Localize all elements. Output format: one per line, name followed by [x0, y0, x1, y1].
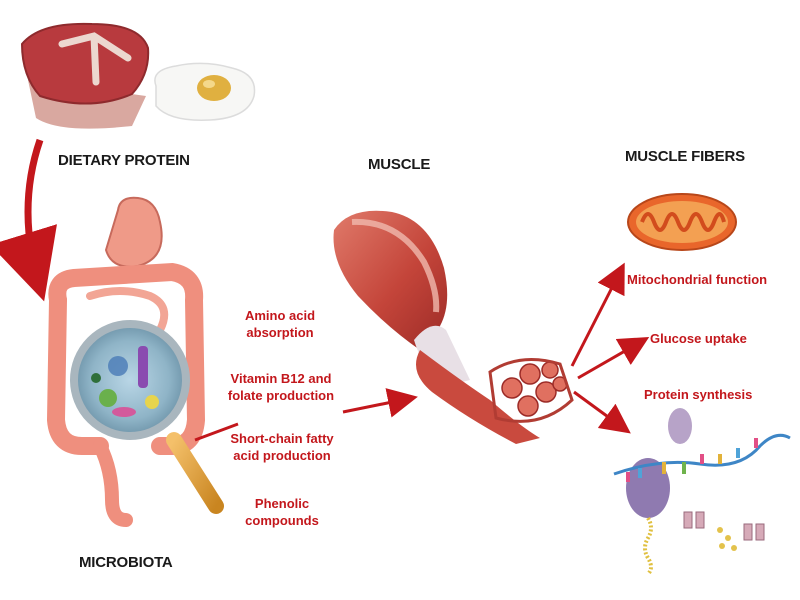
arrow-muscle-to-protein	[573, 390, 631, 434]
outcome-mitochondrial-function: Mitochondrial function	[627, 272, 768, 287]
muscle-icon	[333, 210, 574, 444]
effect-line2: compounds	[245, 513, 319, 528]
effect-phenolic-compounds: Phenolic compounds	[222, 495, 342, 529]
mitochondrion-icon	[627, 193, 737, 251]
effect-vitamin-b12-folate: Vitamin B12 and folate production	[219, 370, 343, 404]
muscle-fibers-label: MUSCLE FIBERS	[625, 148, 745, 165]
arrow-effects-to-muscle	[342, 388, 418, 418]
arrow-muscle-to-mitochondria	[570, 262, 625, 367]
muscle-label: MUSCLE	[368, 156, 431, 173]
digestive-tract-icon	[46, 196, 206, 527]
outcome-glucose-uptake: Glucose uptake	[650, 331, 747, 346]
effect-line1: Vitamin B12 and	[230, 371, 332, 386]
mrna-strand-icon	[613, 433, 791, 551]
effect-amino-acid-absorption: Amino acid absorption	[226, 307, 334, 341]
effect-line2: folate production	[227, 388, 335, 403]
effect-line1: Short-chain fatty	[230, 431, 334, 446]
arrow-muscle-to-glucose	[577, 337, 650, 380]
outcome-protein-synthesis: Protein synthesis	[644, 387, 753, 402]
effect-line1: Phenolic	[254, 496, 310, 511]
effect-line2: acid production	[233, 448, 331, 463]
arrow-gut-to-muscle	[194, 422, 239, 442]
microbiota-label: MICROBIOTA	[79, 554, 173, 571]
steak-icon	[20, 22, 150, 129]
magnifying-glass-icon	[70, 320, 224, 514]
effect-short-chain-fatty-acid: Short-chain fatty acid production	[220, 430, 344, 464]
dietary-protein-label: DIETARY PROTEIN	[58, 152, 190, 169]
effect-line2: absorption	[246, 325, 314, 340]
effect-line1: Amino acid	[244, 308, 316, 323]
ribosome-icon	[626, 408, 692, 576]
arrow-protein-to-gut	[0, 138, 58, 302]
fried-egg-icon	[154, 62, 256, 121]
